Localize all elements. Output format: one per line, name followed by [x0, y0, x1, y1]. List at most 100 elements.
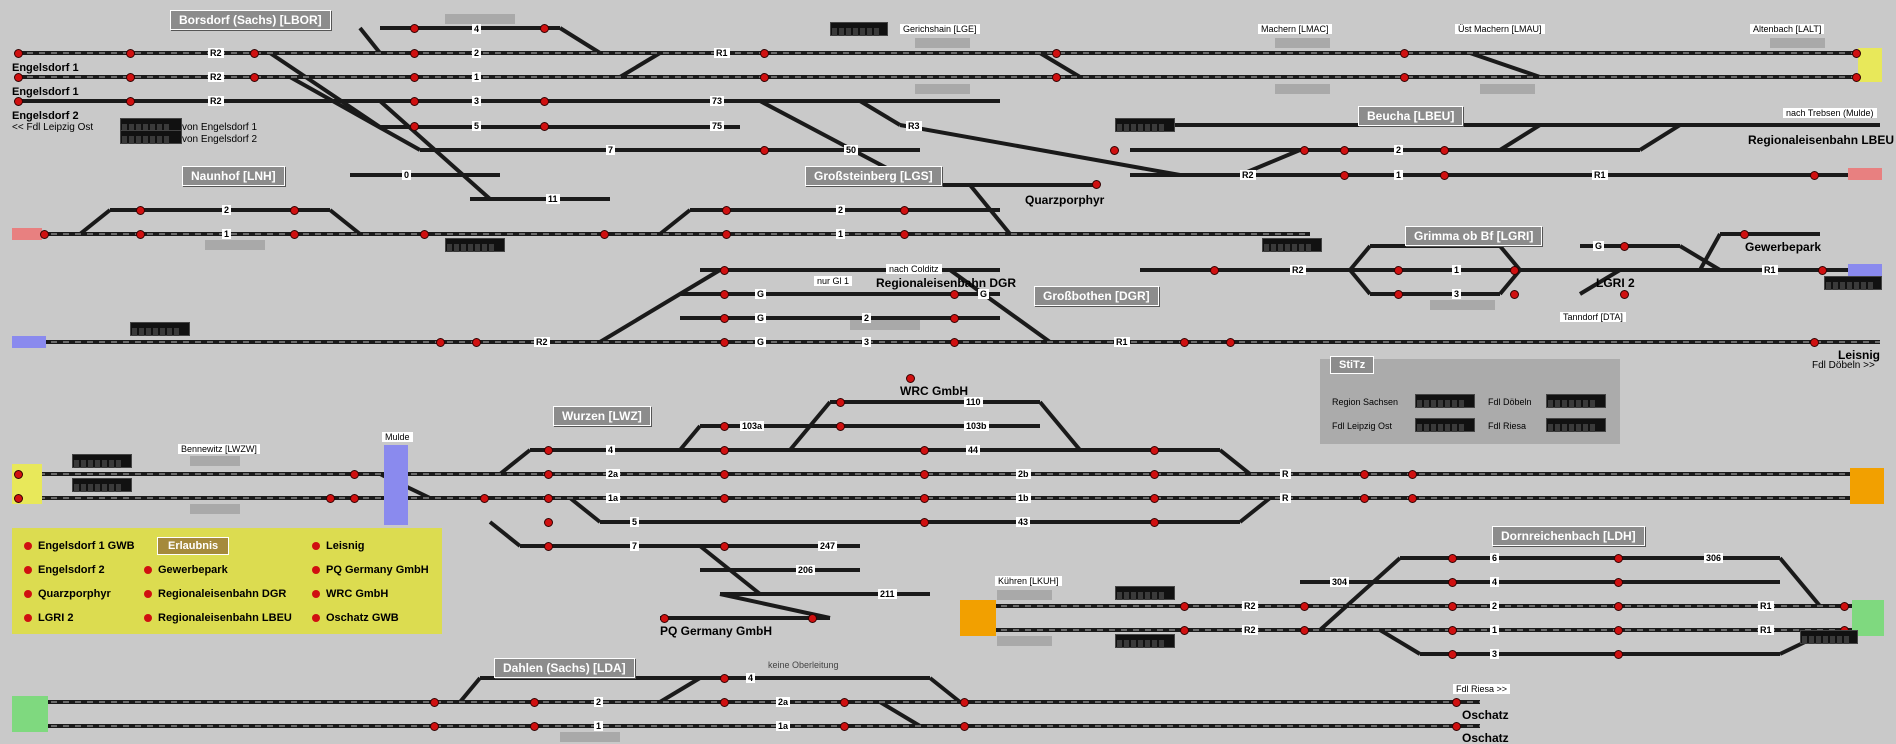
signal-lamp[interactable] [1360, 470, 1369, 479]
track-label[interactable]: 3 [1490, 649, 1500, 659]
track-label[interactable]: R3 [906, 121, 922, 131]
track-label[interactable]: R2 [1290, 265, 1306, 275]
legend-item[interactable]: Engelsdorf 1 GWB [24, 540, 135, 552]
signal-lamp[interactable] [430, 722, 439, 731]
track-label[interactable]: 247 [818, 541, 838, 551]
endmarker-naunhof[interactable] [12, 228, 42, 240]
signal-lamp[interactable] [1452, 698, 1461, 707]
signal-lamp[interactable] [1180, 338, 1189, 347]
signal-lamp[interactable] [720, 674, 729, 683]
signal-lamp[interactable] [1448, 602, 1457, 611]
track-label[interactable]: 3 [1452, 289, 1462, 299]
signal-lamp[interactable] [544, 494, 553, 503]
train-number-display[interactable] [130, 322, 190, 336]
track-label[interactable]: R1 [1114, 337, 1130, 347]
track-label[interactable]: 2 [1490, 601, 1500, 611]
track-label[interactable]: 73 [710, 96, 725, 106]
track-label[interactable]: 1 [1452, 265, 1462, 275]
track-label[interactable]: G [978, 289, 990, 299]
track-label[interactable]: 211 [878, 589, 897, 599]
signal-lamp[interactable] [136, 230, 145, 239]
legend-item[interactable]: PQ Germany GmbH [312, 564, 429, 576]
signal-lamp[interactable] [1340, 171, 1349, 180]
track-label[interactable]: R2 [208, 72, 224, 82]
train-number-display[interactable] [830, 22, 888, 36]
legend-item[interactable]: Leisnig [312, 540, 365, 552]
signal-lamp[interactable] [1510, 290, 1519, 299]
signal-lamp[interactable] [720, 470, 729, 479]
signal-lamp[interactable] [544, 518, 553, 527]
track-label[interactable]: 2a [776, 697, 791, 707]
track-label[interactable]: 4 [606, 445, 616, 455]
signal-lamp[interactable] [540, 97, 549, 106]
track-label[interactable]: R1 [714, 48, 730, 58]
signal-lamp[interactable] [1614, 554, 1623, 563]
track-label[interactable]: 1 [594, 721, 604, 731]
stitz-fdl-doebeln-display[interactable] [1546, 394, 1606, 408]
signal-lamp[interactable] [1810, 171, 1819, 180]
signal-lamp[interactable] [350, 494, 359, 503]
signal-lamp[interactable] [720, 314, 729, 323]
signal-lamp[interactable] [1448, 650, 1457, 659]
track-label[interactable]: 4 [746, 673, 756, 683]
signal-lamp[interactable] [950, 338, 959, 347]
signal-lamp[interactable] [1614, 650, 1623, 659]
signal-lamp[interactable] [1180, 602, 1189, 611]
train-number-display[interactable] [1824, 276, 1882, 290]
station-dornreichenbach[interactable]: Dornreichenbach [LDH] [1492, 526, 1645, 546]
signal-lamp[interactable] [660, 614, 669, 623]
signal-lamp[interactable] [808, 614, 817, 623]
signal-lamp[interactable] [126, 97, 135, 106]
endmarker-mulde[interactable] [384, 445, 408, 525]
signal-lamp[interactable] [1226, 338, 1235, 347]
train-number-display[interactable] [1115, 634, 1175, 648]
signal-lamp[interactable] [1440, 146, 1449, 155]
stitz-region-sachsen-display[interactable] [1415, 394, 1475, 408]
track-label[interactable]: 7 [630, 541, 640, 551]
train-number-display[interactable] [1262, 238, 1322, 252]
track-label[interactable]: 110 [964, 397, 983, 407]
signal-lamp[interactable] [1150, 518, 1159, 527]
track-label[interactable]: G [755, 289, 767, 299]
track-label[interactable]: 2 [836, 205, 846, 215]
signal-lamp[interactable] [1150, 446, 1159, 455]
legend-item[interactable]: Gewerbepark [144, 564, 228, 576]
signal-lamp[interactable] [1448, 554, 1457, 563]
station-naunhof[interactable]: Naunhof [LNH] [182, 166, 285, 186]
signal-lamp[interactable] [720, 422, 729, 431]
train-number-display[interactable] [120, 130, 182, 144]
signal-lamp[interactable] [720, 266, 729, 275]
track-label[interactable]: R2 [208, 48, 224, 58]
track-label[interactable]: 2b [1016, 469, 1031, 479]
signal-lamp[interactable] [960, 698, 969, 707]
track-label[interactable]: 11 [546, 194, 560, 204]
signal-lamp[interactable] [430, 698, 439, 707]
signal-lamp[interactable] [720, 542, 729, 551]
signal-lamp[interactable] [760, 49, 769, 58]
train-number-display[interactable] [120, 118, 182, 132]
signal-lamp[interactable] [544, 446, 553, 455]
endmarker-altenbach[interactable] [1858, 48, 1882, 82]
signal-lamp[interactable] [350, 470, 359, 479]
signal-lamp[interactable] [14, 470, 23, 479]
track-label[interactable]: R2 [534, 337, 550, 347]
signal-lamp[interactable] [920, 518, 929, 527]
track-label[interactable]: 103b [964, 421, 989, 431]
track-label[interactable]: 1b [1016, 493, 1031, 503]
track-label[interactable]: R1 [1758, 601, 1774, 611]
track-label[interactable]: 2 [222, 205, 232, 215]
track-label[interactable]: 75 [710, 121, 725, 131]
track-label[interactable]: 1a [776, 721, 791, 731]
signal-lamp[interactable] [1300, 602, 1309, 611]
signal-lamp[interactable] [836, 398, 845, 407]
track-label[interactable]: 2 [1394, 145, 1404, 155]
signal-lamp[interactable] [1614, 578, 1623, 587]
signal-lamp[interactable] [1180, 626, 1189, 635]
signal-lamp[interactable] [436, 338, 445, 347]
track-label[interactable]: R [1280, 469, 1291, 479]
signal-lamp[interactable] [1052, 49, 1061, 58]
signal-lamp[interactable] [1360, 494, 1369, 503]
signal-lamp[interactable] [250, 73, 259, 82]
legend-item[interactable]: Quarzporphyr [24, 588, 111, 600]
track-label[interactable]: 50 [844, 145, 859, 155]
